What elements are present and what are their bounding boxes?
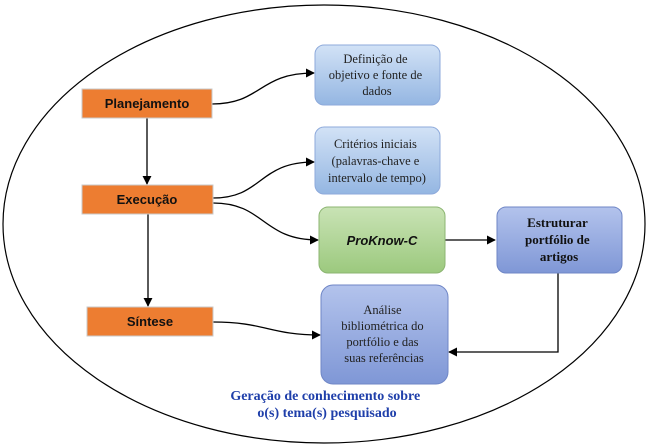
box-estruturar-line-1: Estruturar — [527, 215, 588, 230]
box-proknow-label: ProKnow-C — [347, 233, 418, 248]
stage-planejamento: Planejamento — [81, 88, 213, 119]
box-analise-line-4: suas referências — [344, 351, 424, 365]
stage-execucao-label: Execução — [117, 192, 178, 207]
box-estruturar-line-3: artigos — [540, 249, 578, 264]
box-estruturar-line-2: portfólio de — [525, 232, 590, 247]
box-estruturar: Estruturar portfólio de artigos — [496, 206, 623, 274]
box-criterios-line-1: Critérios iniciais — [334, 137, 417, 151]
stage-execucao: Execução — [81, 184, 214, 215]
arrow-execucao-to-proknow — [212, 202, 319, 245]
box-proknow: ProKnow-C — [318, 206, 446, 274]
box-criterios-line-2: (palavras-chave e — [332, 154, 420, 168]
svg-text:Definição de objetivo e: Definição de objetivo e fonte de dados — [329, 52, 426, 98]
arrow-planejamento-to-definicao — [211, 68, 315, 105]
box-analise-line-1: Análise — [363, 303, 402, 317]
box-definicao-line-2: objetivo e fonte de — [329, 68, 423, 82]
arrow-estruturar-to-analise — [448, 273, 559, 357]
outer-ellipse — [2, 4, 646, 444]
box-definicao-line-3: dados — [362, 84, 391, 98]
stage-sintese: Síntese — [86, 306, 214, 337]
stage-planejamento-label: Planejamento — [105, 96, 190, 111]
box-definicao-line-1: Definição de — [343, 52, 408, 66]
svg-text:Critérios iniciais (pala: Critérios iniciais (palavras-chave e int… — [328, 137, 426, 185]
caption-line-2: o(s) tema(s) pesquisado — [257, 406, 396, 421]
box-definicao: Definição de objetivo e fonte de dados — [314, 44, 441, 106]
stage-sintese-label: Síntese — [127, 314, 173, 329]
box-analise-line-3: portfólio e das — [346, 335, 418, 349]
box-analise-line-2: bibliométrica do — [341, 319, 423, 333]
box-criterios: Critérios iniciais (palavras-chave e int… — [314, 126, 441, 195]
svg-text:Estruturar portfólio de: Estruturar portfólio de artigos — [525, 215, 593, 264]
svg-text:Geração de conhecimento sobre: Geração de conhecimento sobre o(s) tema(… — [230, 389, 423, 421]
caption-line-1: Geração de conhecimento sobre — [230, 389, 420, 404]
caption: Geração de conhecimento sobre o(s) tema(… — [230, 389, 423, 421]
box-criterios-line-3: intervalo de tempo) — [328, 171, 426, 185]
box-analise: Análise bibliométrica do portfólio e das… — [320, 284, 449, 385]
arrow-execucao-to-criterios — [212, 157, 315, 199]
svg-text:Análise bibliométrica do: Análise bibliométrica do portfólio e das… — [341, 303, 426, 365]
arrow-sintese-to-analise — [212, 321, 321, 340]
